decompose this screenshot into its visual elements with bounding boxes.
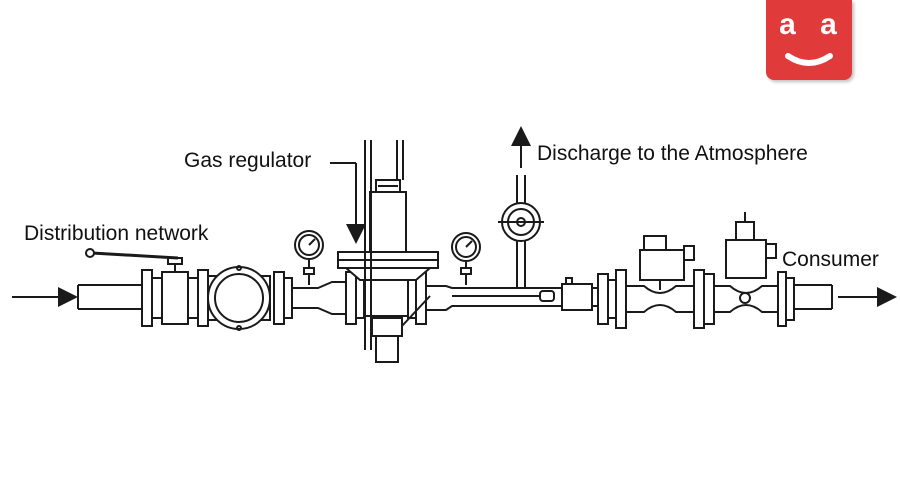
flange	[607, 279, 617, 319]
pressure-gauge-outlet	[451, 232, 481, 285]
consumer-label: Consumer	[782, 248, 879, 271]
flange	[615, 269, 627, 329]
logo-smile-icon	[785, 53, 833, 66]
relief-valve	[498, 175, 544, 288]
flange	[703, 273, 715, 325]
outlet-pipe	[426, 277, 598, 311]
gas-regulator-label: Gas regulator	[184, 149, 312, 172]
brand-logo: a a	[766, 0, 852, 80]
ball-valve	[85, 248, 209, 327]
flange	[785, 277, 795, 321]
logo-letters: a a	[779, 8, 845, 41]
pressure-gauge-inlet	[294, 230, 324, 285]
flange	[597, 273, 609, 325]
gas-regulator-unit	[337, 140, 439, 363]
solenoid-valve-2	[713, 212, 779, 313]
flange	[777, 271, 787, 327]
consumer-pipe	[794, 284, 833, 310]
inlet-pipe	[77, 284, 142, 310]
discharge-label: Discharge to the Atmosphere	[537, 142, 808, 165]
flange	[273, 271, 285, 325]
distribution-network-label: Distribution network	[24, 222, 209, 245]
flange	[693, 269, 705, 329]
reducer-pipe	[292, 281, 346, 315]
solenoid-valve-1	[625, 235, 695, 313]
flange	[283, 277, 293, 319]
gas-filter	[207, 265, 271, 331]
